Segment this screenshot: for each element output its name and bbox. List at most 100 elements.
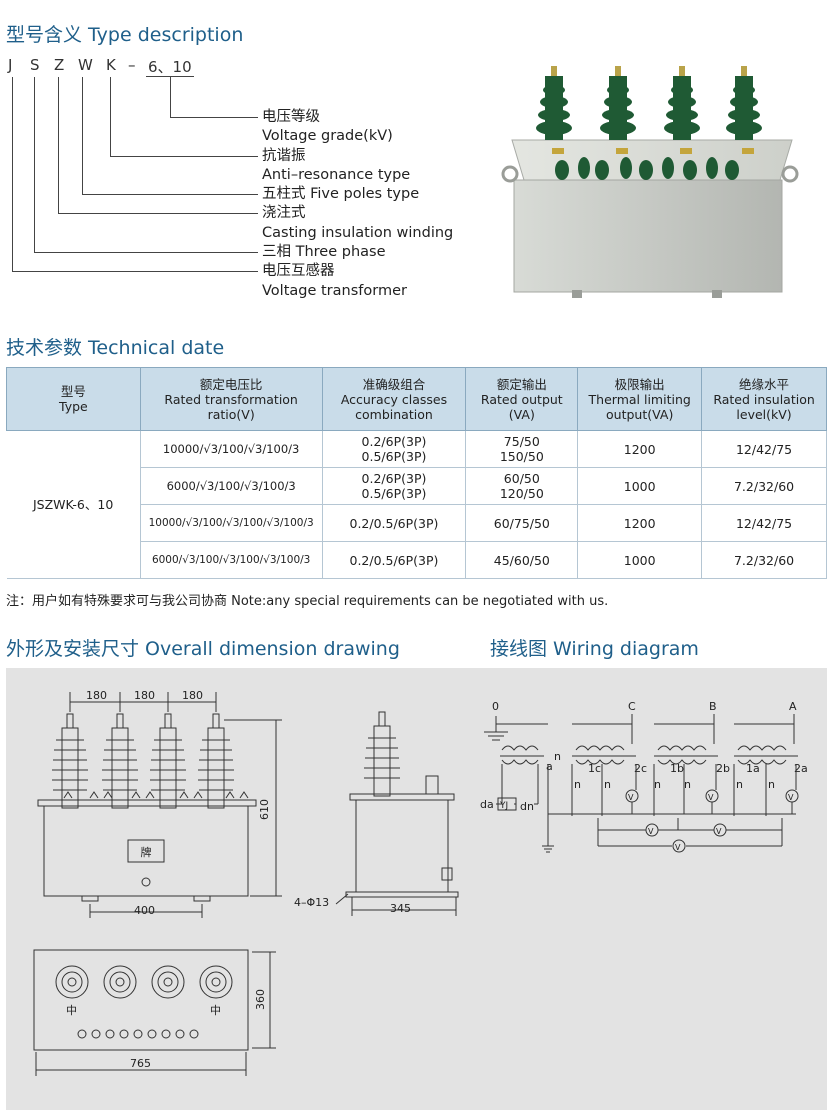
desc-anti-resonance-en: Anti–resonance type [262,167,411,183]
insulation-cell: 7.2/32/60 [701,541,827,579]
overall-dimension-heading: 外形及安装尺寸 Overall dimension drawing [6,638,400,660]
code-letter-w: W [78,56,93,74]
dim-depth: 360 [254,989,267,1010]
voltmeter-ca: V [675,843,681,852]
code-voltage: 6、10 [148,58,192,76]
phase-a-label: A [789,700,797,713]
neutral-n: n [604,778,611,791]
neutral-n: n [654,778,661,791]
neutral-n: n [768,778,775,791]
dim-length: 765 [130,1057,151,1070]
dim-height: 610 [258,799,271,820]
terminal-a: a [546,760,553,773]
accuracy-cell: 0.2/0.5/6P(3P) [321,504,467,542]
phase-0-label: 0 [492,700,499,713]
nameplate-label: 牌 [141,845,152,859]
desc-five-poles: 五柱式 Five poles type [262,186,420,202]
accuracy-cell: 0.2/6P(3P)0.5/6P(3P) [321,467,467,505]
desc-casting-en: Casting insulation winding [262,225,454,241]
output-cell: 60/75/50 [465,504,579,542]
technical-heading: 技术参数 Technical date [6,337,225,359]
neutral-n: n [684,778,691,791]
phase-c-label: C [628,700,636,713]
insulator-2 [102,713,138,809]
insulation-cell: 12/42/75 [701,430,827,468]
terminal-1b: 1b [670,762,684,775]
desc-voltage-grade-en: Voltage grade(kV) [262,128,393,144]
voltmeter-a: V [788,793,794,802]
dim-pitch-3: 180 [182,689,203,702]
desc-anti-resonance-cn: 抗谐振 [262,148,306,164]
ratio-cell: 6000/√3/100/√3/100/√3/100/3 [139,541,323,579]
table-row: 6000/√3/100/√3/100/3 0.2/6P(3P)0.5/6P(3P… [7,467,827,505]
phase-b-label: B [709,700,717,713]
insulation-cell: 12/42/75 [701,504,827,542]
terminal-1c: 1c [588,762,601,775]
wiring-diagram: 0 C B A a 1c 2c 1b 2b 1a 2a n n n [480,700,808,853]
model-cell: JSZWK-6、10 [6,430,141,579]
neutral-n: n [574,778,581,791]
neutral-n: n [554,750,561,763]
accuracy-cell: 0.2/6P(3P)0.5/6P(3P) [321,430,467,468]
side-view: 345 4–Φ13 [294,711,459,916]
voltmeter-b: V [708,793,714,802]
product-photo [501,66,799,298]
terminal-1a: 1a [746,762,760,775]
ratio-cell: 10000/√3/100/√3/100/√3/100/3 [139,504,323,542]
desc-casting-cn: 浇注式 [262,205,306,221]
voltmeter-c: V [628,793,634,802]
wiring-diagram-heading: 接线图 Wiring diagram [490,638,699,660]
terminal-dn: dn [520,800,534,813]
type-description-heading: 型号含义 Type description [6,24,244,46]
thermal-cell: 1200 [577,504,703,542]
top-view: 中 中 765 360 [33,949,276,1076]
thermal-cell: 1200 [577,430,703,468]
neutral-n: n [736,778,743,791]
ground-symbol-right: 中 [210,1004,221,1017]
terminal-2a: 2a [794,762,808,775]
insulation-cell: 7.2/32/60 [701,467,827,505]
output-cell: 45/60/50 [465,541,579,579]
terminal-2b: 2b [716,762,730,775]
voltmeter-ba: V [716,827,722,836]
dim-pitch-2: 180 [134,689,155,702]
dim-side-width: 345 [390,902,411,915]
drawing-panel: 180 180 180 牌 [6,668,827,1110]
front-view: 180 180 180 牌 [37,689,282,918]
table-row: JSZWK-6、10 10000/√3/100/√3/100/3 0.2/6P(… [6,430,827,579]
code-dash: – [128,56,136,74]
terminal-2c: 2c [634,762,647,775]
ground-symbol-left: 中 [66,1004,77,1017]
desc-three-phase: 三相 Three phase [262,244,386,260]
special-requirements-note: 注：用户如有特殊要求可与我公司协商 Note:any special requi… [6,594,609,609]
code-letter-s: S [30,56,40,74]
dim-mount-width: 400 [134,904,155,917]
code-letter-k: K [106,56,116,74]
terminal-da: da [480,798,494,811]
desc-transformer-en: Voltage transformer [262,283,407,299]
code-letter-z: Z [54,56,65,74]
dim-mount-holes: 4–Φ13 [294,896,329,909]
table-row: 6000/√3/100/√3/100/√3/100/3 0.2/0.5/6P(3… [7,541,827,579]
accuracy-cell: 0.2/0.5/6P(3P) [321,541,467,579]
ratio-cell: 6000/√3/100/√3/100/3 [139,467,323,505]
ratio-cell: 10000/√3/100/√3/100/3 [139,430,323,468]
voltmeter-cb: V [648,827,654,836]
desc-voltage-grade-cn: 电压等级 [262,109,320,125]
thermal-cell: 1000 [577,467,703,505]
insulator-1 [52,713,88,809]
dim-pitch-1: 180 [86,689,107,702]
drawings-svg: 180 180 180 牌 [33,689,808,1076]
code-letter-j: J [8,56,13,74]
insulator-4 [198,713,234,809]
